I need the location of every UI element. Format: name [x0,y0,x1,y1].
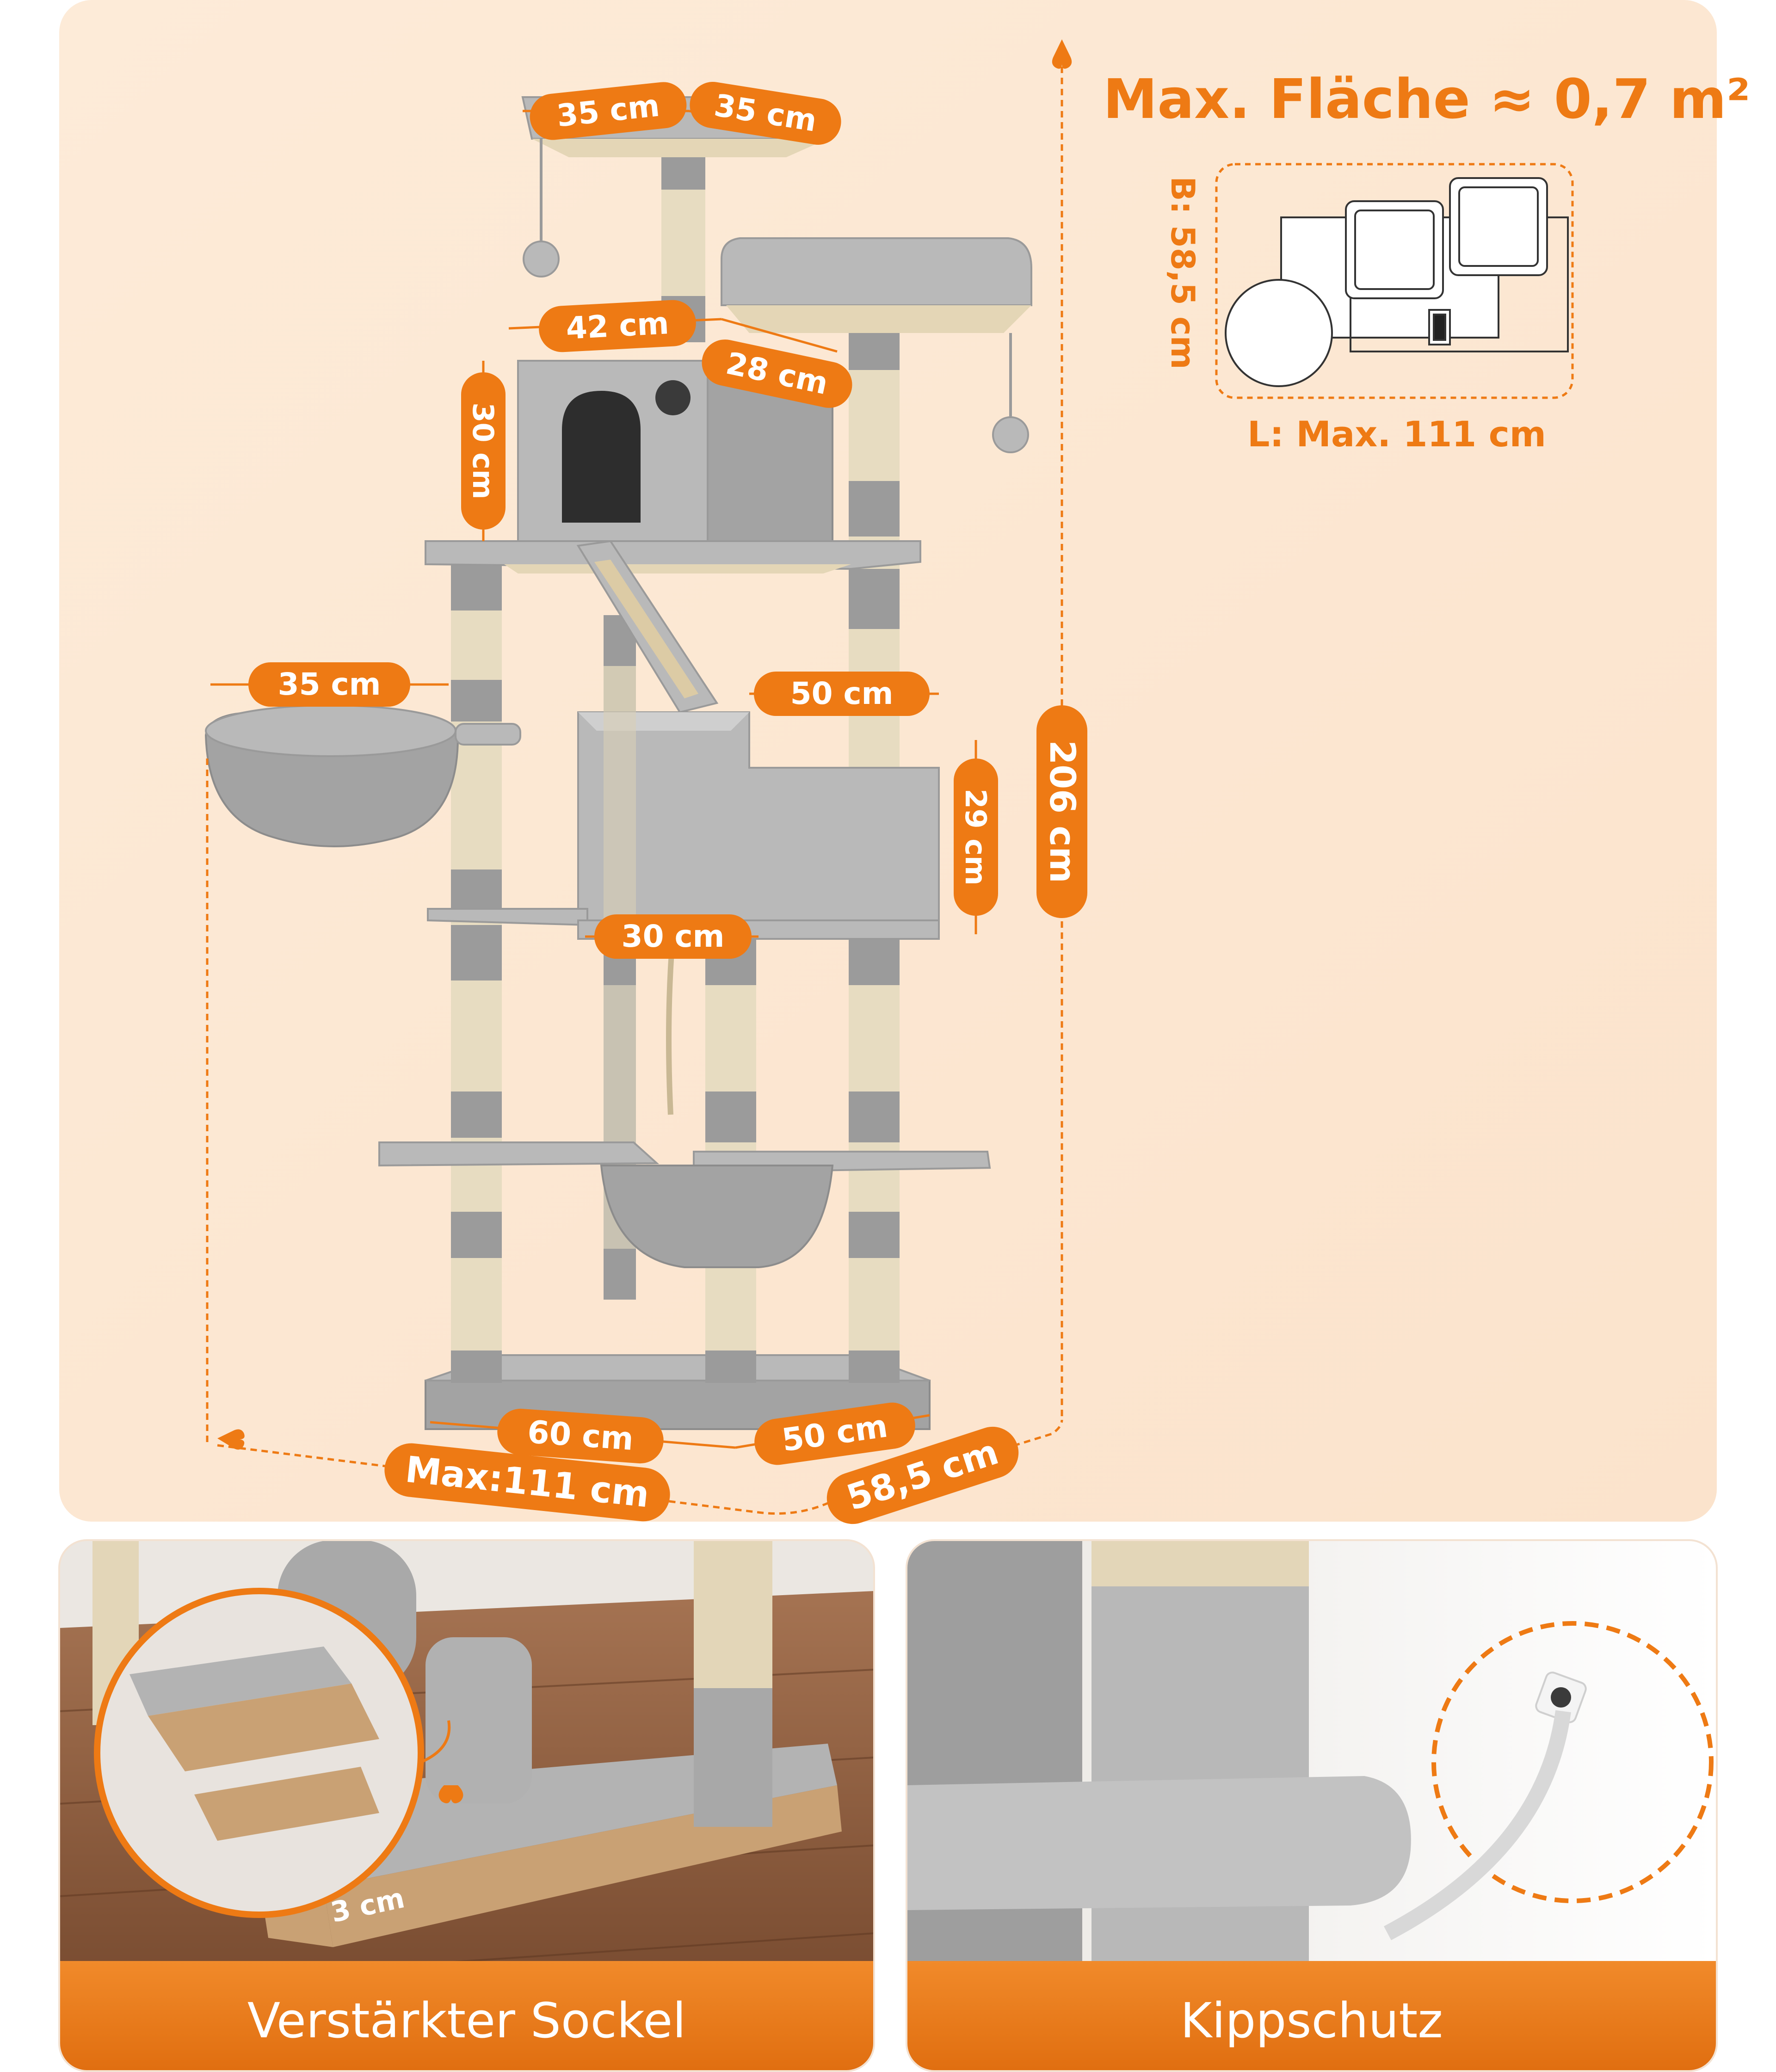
svg-text:30 cm: 30 cm [466,402,500,499]
footprint-title: Max. Fläche ≈ 0,7 m² [1103,67,1751,131]
badge-condo-depth: 28 cm [702,339,852,408]
left-caption: Verstärkter Sockel [247,1992,686,2049]
svg-text:35 cm: 35 cm [278,666,381,702]
svg-text:42 cm: 42 cm [565,305,670,346]
svg-text:29 cm: 29 cm [959,789,993,885]
badge-condo-width: 42 cm [539,300,696,352]
right-caption: Kippschutz [1180,1992,1443,2049]
footprint-length-label: L: Max. 111 cm [1247,413,1546,455]
badge-base-width: 60 cm [497,1408,664,1464]
badge-box-height: 29 cm [954,758,998,916]
heart-arrow-icon [217,1429,245,1450]
badge-top-left-width: 35 cm [530,82,687,140]
footprint-width-label: B: 58,5 cm [1164,176,1202,369]
wall-anchor-icon [1384,1671,1587,1941]
cat-tree-illustration [204,96,1032,1430]
svg-text:50 cm: 50 cm [790,676,894,711]
badge-box-width: 50 cm [754,672,930,716]
svg-text:60 cm: 60 cm [526,1414,635,1458]
anti-tip-panel: Kippschutz [906,1540,1717,2071]
heart-arrow-icon [438,1785,463,1803]
badge-top-right-width: 35 cm [690,82,841,145]
heart-arrow-icon [1052,39,1072,69]
badge-platform-width: 30 cm [594,914,752,959]
footprint-inset: Max. Fläche ≈ 0,7 m² B: 58,5 cm L: Max. … [1103,67,1751,455]
svg-text:B: 58,5 cm: B: 58,5 cm [1164,176,1202,369]
svg-text:30 cm: 30 cm [622,919,725,954]
badge-total-height: 206 cm [1036,705,1087,918]
badge-basket-width: 35 cm [248,662,410,707]
footprint-outline [1215,163,1574,399]
reinforced-base-panel: 3 cm Verstärkter Sockel [59,1540,874,2071]
svg-text:206 cm: 206 cm [1042,740,1083,883]
badge-condo-height: 30 cm [461,372,506,530]
badge-base-depth: 50 cm [754,1402,915,1465]
